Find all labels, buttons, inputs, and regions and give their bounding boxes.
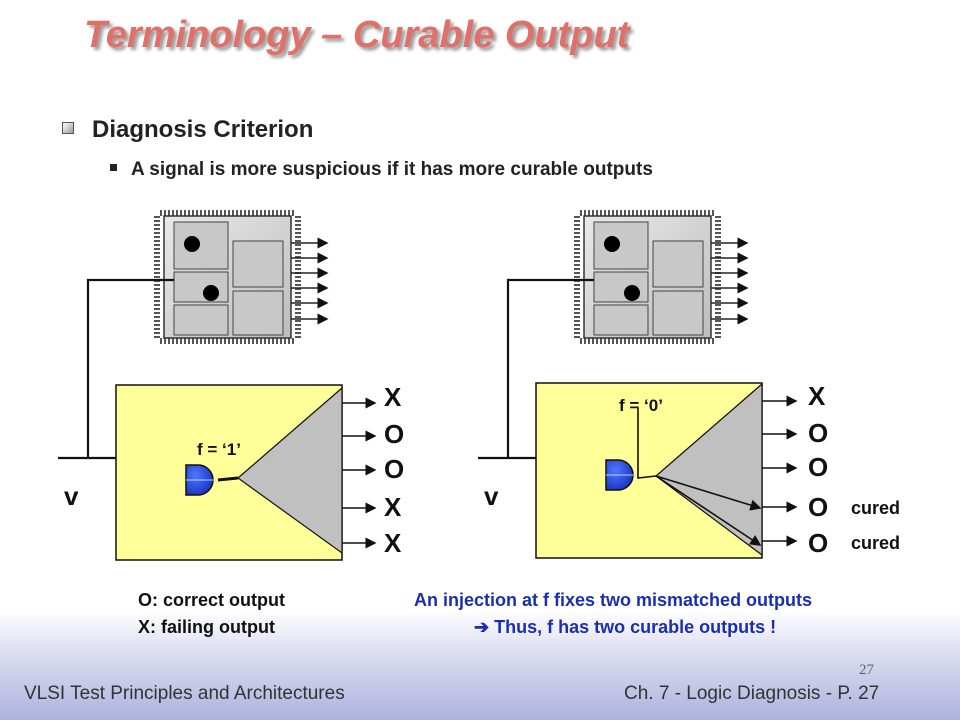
- left-chip-icon: [154, 210, 329, 344]
- bullet-level1-text: Diagnosis Criterion: [92, 116, 314, 143]
- right-output-arrows: [762, 395, 798, 547]
- left-output-4: X: [384, 492, 402, 522]
- right-input-wire: [506, 278, 594, 458]
- cured-label-1: cured: [851, 498, 900, 518]
- square-bullet-icon: [110, 164, 117, 171]
- left-fault-label: f = ‘1’: [197, 440, 241, 459]
- bullet-level2: A signal is more suspicious if it has mo…: [110, 159, 653, 181]
- slide-title: Terminology – Curable Output: [84, 14, 630, 56]
- left-output-3: O: [384, 454, 404, 484]
- legend-failing: X: failing output: [138, 617, 275, 637]
- right-injection-wire: [637, 408, 657, 479]
- left-output-1: X: [384, 382, 402, 412]
- left-input-wire: [86, 278, 174, 458]
- bullet-level2-text: A signal is more suspicious if it has mo…: [131, 159, 653, 180]
- left-output-2: O: [384, 419, 404, 449]
- right-output-2: O: [808, 418, 828, 448]
- footer-course-title: VLSI Test Principles and Architectures: [24, 683, 345, 704]
- right-output-3: O: [808, 452, 828, 482]
- caption-line-1: An injection at f fixes two mismatched o…: [414, 590, 812, 610]
- right-injection-arrows: [655, 475, 762, 546]
- left-output-arrows: [342, 397, 377, 549]
- right-fanout-cone: [655, 382, 763, 557]
- checkbox-bullet-icon: [62, 122, 74, 134]
- left-input-label: v: [64, 481, 79, 511]
- left-gate-wire: [217, 476, 239, 482]
- right-fault-label: f = ‘0’: [619, 396, 663, 415]
- right-gate-icon: [605, 459, 636, 491]
- right-chip-icon: [574, 210, 749, 344]
- footer-chapter: Ch. 7 - Logic Diagnosis - P. 27: [624, 683, 880, 704]
- left-output-5: X: [384, 528, 402, 558]
- page-number: 27: [859, 662, 874, 678]
- bullet-level1: Diagnosis Criterion: [62, 116, 313, 144]
- right-output-5: O: [808, 528, 828, 558]
- caption-line-2: ➔ Thus, f has two curable outputs !: [474, 617, 776, 637]
- right-input-label: v: [484, 481, 499, 511]
- left-gate-icon: [185, 464, 216, 496]
- right-output-4: O: [808, 492, 828, 522]
- legend-correct: O: correct output: [138, 590, 285, 610]
- cured-label-2: cured: [851, 533, 900, 553]
- right-output-1: X: [808, 381, 826, 411]
- footer-band: [0, 610, 960, 720]
